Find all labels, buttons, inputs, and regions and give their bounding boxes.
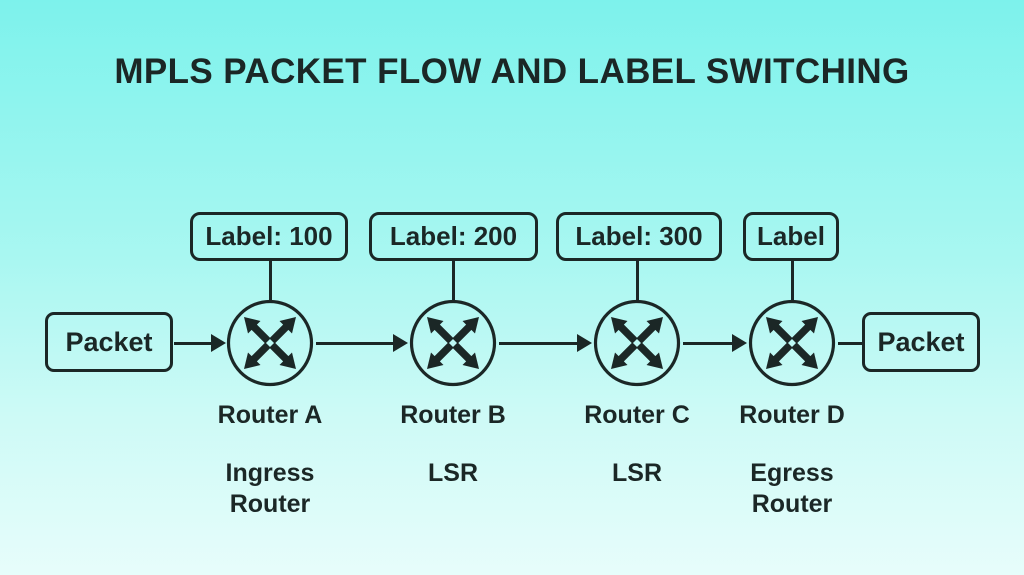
label-connector-router-d (790, 259, 794, 300)
label-connector-router-b (451, 259, 455, 300)
label-box-router-c-text: Label: 300 (575, 221, 703, 251)
router-b-role: LSR (428, 459, 478, 487)
label-box-router-a: Label: 100 (190, 212, 348, 261)
flow-line-packet-to-a (174, 341, 212, 345)
label-box-router-d: Label (743, 212, 839, 261)
router-c-node (592, 298, 682, 388)
label-box-router-c: Label: 300 (556, 212, 722, 261)
router-a-name: Router A (217, 401, 323, 429)
packet-in-box: Packet (45, 312, 173, 372)
router-a-role: Ingress Router (225, 459, 315, 518)
right-arrowhead-icon (211, 334, 226, 352)
router-crossed-arrows-icon (226, 299, 314, 387)
packet-out-text: Packet (877, 326, 965, 357)
router-b-node (408, 298, 498, 388)
flow-line-b-to-c (499, 341, 577, 345)
label-box-router-b: Label: 200 (369, 212, 538, 261)
router-c-name: Router C (584, 401, 690, 429)
router-b-name: Router B (400, 401, 506, 429)
router-a-node (225, 298, 315, 388)
router-crossed-arrows-icon (748, 299, 836, 387)
right-arrowhead-icon (393, 334, 408, 352)
right-arrowhead-icon (732, 334, 747, 352)
label-box-router-b-text: Label: 200 (389, 221, 518, 251)
flow-line-d-to-packet (838, 341, 862, 345)
right-arrowhead-icon (577, 334, 592, 352)
router-d-name: Router D (739, 401, 845, 429)
flow-line-c-to-d (683, 341, 732, 345)
router-c-role: LSR (612, 459, 662, 487)
router-d-role: Egress Router (750, 459, 834, 518)
page-title: MPLS PACKET FLOW AND LABEL SWITCHING (114, 52, 910, 91)
label-connector-router-a (268, 259, 272, 300)
label-box-router-a-text: Label: 100 (205, 221, 333, 251)
label-box-router-d-text: Label (757, 221, 825, 251)
router-crossed-arrows-icon (593, 299, 681, 387)
packet-in-text: Packet (65, 326, 153, 357)
router-crossed-arrows-icon (409, 299, 497, 387)
flow-line-a-to-b (316, 341, 394, 345)
packet-out-box: Packet (862, 312, 980, 372)
label-connector-router-c (635, 259, 639, 300)
router-d-node (747, 298, 837, 388)
